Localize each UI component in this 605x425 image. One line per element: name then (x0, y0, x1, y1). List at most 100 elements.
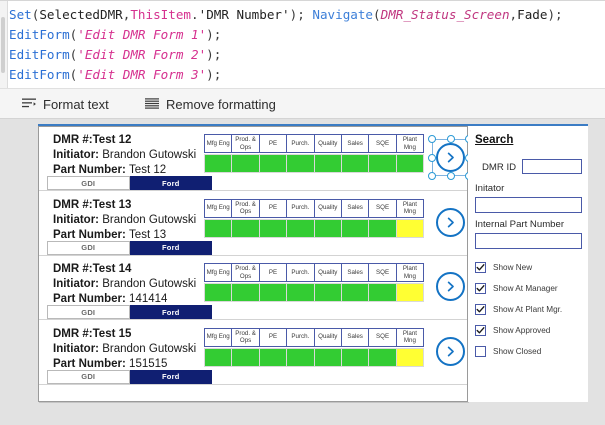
status-header-cell: Plant Mng (395, 198, 425, 218)
code-token: EditForm (9, 67, 70, 82)
initiator-line: Initiator: Brandon Gutowski (53, 342, 196, 357)
status-cell (368, 347, 397, 367)
status-cell (286, 347, 315, 367)
formatting-toolbar: Format text Remove formatting (0, 88, 605, 119)
status-header-cell: Plant Mng (395, 134, 425, 153)
status-header-cell: Purch. (286, 263, 315, 282)
status-value-row (204, 218, 425, 238)
selection-handle[interactable] (446, 135, 455, 143)
initiator-input[interactable] (475, 197, 582, 213)
code-token: , (122, 7, 131, 22)
dmr-id-input[interactable] (522, 159, 582, 174)
selection-handle[interactable] (428, 172, 436, 180)
checkbox-checked-icon[interactable] (475, 262, 486, 273)
initiator-value: Brandon Gutowski (102, 149, 197, 161)
status-value-row (204, 347, 425, 367)
status-cell (231, 283, 260, 302)
status-cell (286, 154, 315, 173)
status-header-cell: PE (258, 134, 288, 153)
status-header-cell: Sales (340, 198, 370, 218)
code-token: DMR_Status_Screen (380, 7, 510, 22)
status-cell (368, 218, 397, 238)
filter-checkbox-label: Show At Manager (493, 284, 558, 293)
status-value-row (204, 283, 425, 302)
filter-checkbox-label: Show Closed (493, 347, 542, 356)
status-cell (368, 283, 397, 302)
format-text-button[interactable]: Format text (22, 89, 109, 120)
part-number-value: Test 13 (129, 228, 167, 241)
selection-handle[interactable] (428, 153, 436, 162)
checkbox-unchecked-icon[interactable] (475, 346, 486, 357)
status-header-cell: Mfg Eng (204, 263, 233, 282)
remove-formatting-button[interactable]: Remove formatting (145, 89, 276, 120)
status-cell (340, 347, 370, 367)
status-cell (395, 154, 425, 173)
filter-checkbox[interactable]: Show Approved (475, 325, 550, 336)
open-dmr-arrow-button[interactable] (436, 272, 465, 301)
code-token: Set (9, 7, 32, 22)
status-cell (204, 283, 233, 302)
brand-toggle-option[interactable]: Ford (129, 240, 212, 255)
selection-handle[interactable] (446, 172, 455, 180)
selection-handle[interactable] (428, 135, 436, 143)
open-dmr-arrow-button[interactable] (436, 207, 465, 237)
checkbox-checked-icon[interactable] (475, 304, 486, 315)
status-header-cell: Plant Mng (395, 263, 425, 282)
part-number-value: Test 12 (129, 164, 167, 176)
formula-scrollbar[interactable] (0, 1, 8, 89)
brand-toggle-option[interactable]: Ford (129, 369, 212, 384)
formula-bar[interactable]: Set(SelectedDMR,ThisItem.'DMR Number'); … (0, 0, 605, 89)
dmr-number-label: DMR #: (53, 263, 93, 275)
filter-checkbox-label: Show Approved (493, 326, 551, 335)
status-header-cell: Purch. (286, 327, 315, 347)
status-header-cell: Quality (313, 263, 342, 282)
formula-scrollbar-thumb[interactable] (1, 17, 5, 73)
code-token: ); (206, 47, 222, 62)
status-header-cell: Prod. & Ops (231, 198, 260, 218)
code-token: 'DMR Number' (198, 7, 290, 22)
code-token: ( (69, 27, 78, 42)
status-cell (395, 283, 425, 302)
brand-toggle-option[interactable]: GDI (47, 240, 130, 255)
filter-checkbox[interactable]: Show New (475, 262, 532, 273)
status-cell (395, 218, 425, 238)
status-header-cell: Purch. (286, 198, 315, 218)
code-token: 'Edit DMR Form 3' (77, 67, 207, 82)
dmr-number-line: DMR #:Test 12 (53, 133, 196, 148)
code-token: 'Edit DMR Form 1' (77, 27, 207, 42)
initiator-label: Initiator: (53, 213, 103, 226)
brand-toggle-option[interactable]: Ford (129, 176, 212, 190)
checkbox-checked-icon[interactable] (475, 283, 486, 294)
status-header-cell: Sales (340, 327, 370, 347)
brand-toggle-option[interactable]: GDI (47, 176, 130, 190)
status-cell (258, 283, 288, 302)
open-dmr-arrow-button[interactable] (436, 143, 465, 172)
brand-toggle-option[interactable]: GDI (47, 305, 130, 319)
filter-checkbox[interactable]: Show At Plant Mgr. (475, 304, 562, 315)
brand-toggle-option[interactable]: GDI (47, 369, 130, 384)
filter-checkbox[interactable]: Show Closed (475, 346, 541, 357)
internal-part-number-input[interactable] (475, 233, 582, 249)
status-cell (395, 347, 425, 367)
status-header-cell: PE (258, 263, 288, 282)
brand-toggle-option[interactable]: Ford (129, 305, 212, 319)
code-token: 'Edit DMR Form 2' (77, 47, 207, 62)
filter-checkbox[interactable]: Show At Manager (475, 283, 558, 294)
status-cell (231, 154, 260, 173)
formula-code[interactable]: Set(SelectedDMR,ThisItem.'DMR Number'); … (9, 5, 605, 85)
status-cell (340, 283, 370, 302)
open-dmr-arrow-button[interactable] (436, 336, 465, 366)
checkbox-checked-icon[interactable] (475, 325, 486, 336)
